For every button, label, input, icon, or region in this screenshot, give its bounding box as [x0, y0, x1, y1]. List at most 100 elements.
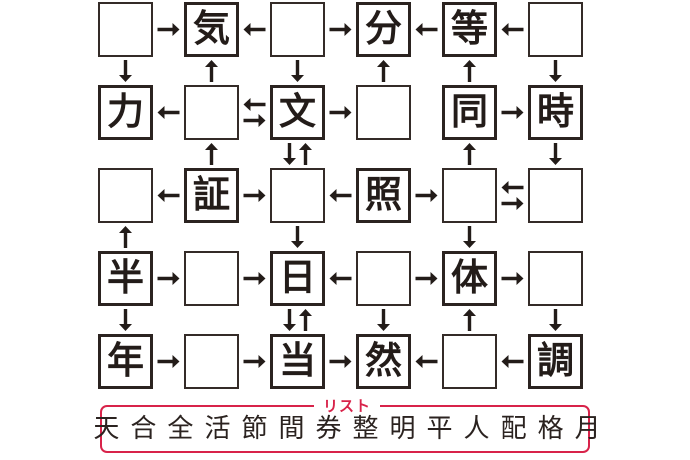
- arrow-down: [356, 306, 411, 334]
- answer-list-box: リスト 天合全活節間券整明平人配格月: [93, 398, 601, 453]
- grid-cell-kanji: 気: [193, 7, 230, 50]
- arrow-left: [325, 168, 356, 223]
- list-character[interactable]: 整: [352, 414, 379, 444]
- arrow-down: [528, 140, 583, 168]
- arrow-left: [411, 2, 442, 57]
- list-character[interactable]: 全: [167, 414, 194, 444]
- arrow-left: [239, 2, 270, 57]
- grid-cell-empty[interactable]: [442, 168, 497, 223]
- list-character[interactable]: 天: [93, 414, 120, 444]
- arrow-bidirectional-horizontal: [497, 168, 528, 223]
- grid-cell-empty[interactable]: [528, 168, 583, 223]
- list-character[interactable]: 月: [574, 414, 601, 444]
- arrow-down: [528, 306, 583, 334]
- list-character[interactable]: 明: [389, 414, 416, 444]
- grid-cell-empty[interactable]: [184, 251, 239, 306]
- arrow-left: [411, 334, 442, 389]
- arrow-left: [153, 85, 184, 140]
- grid-cell-filled: 証: [184, 168, 239, 223]
- grid-cell-kanji: 文: [279, 90, 316, 133]
- arrow-right: [325, 334, 356, 389]
- grid-cell-kanji: 同: [451, 90, 488, 133]
- arrow-up: [442, 57, 497, 85]
- arrow-down: [270, 223, 325, 251]
- grid-cell-kanji: 然: [365, 339, 402, 382]
- list-character[interactable]: 合: [130, 414, 157, 444]
- arrow-right: [153, 334, 184, 389]
- arrow-up: [442, 306, 497, 334]
- grid-cell-filled: 気: [184, 2, 239, 57]
- arrow-down: [528, 57, 583, 85]
- grid-cell-empty[interactable]: [356, 85, 411, 140]
- arrow-up: [98, 223, 153, 251]
- grid-cell-filled: 体: [442, 251, 497, 306]
- grid-cell-kanji: 日: [279, 256, 316, 299]
- grid-cell-empty[interactable]: [528, 2, 583, 57]
- grid-cell-filled: 力: [98, 85, 153, 140]
- grid-cell-kanji: 力: [107, 90, 144, 133]
- arrow-up: [184, 140, 239, 168]
- grid-cell-filled: 等: [442, 2, 497, 57]
- grid-cell-empty[interactable]: [270, 2, 325, 57]
- grid-cell-kanji: 時: [537, 90, 574, 133]
- arrow-down: [442, 223, 497, 251]
- grid-cell-filled: 文: [270, 85, 325, 140]
- arrow-right: [239, 251, 270, 306]
- grid-cell-kanji: 分: [365, 7, 402, 50]
- grid-cell-filled: 然: [356, 334, 411, 389]
- grid-cell-empty[interactable]: [98, 168, 153, 223]
- grid-cell-kanji: 体: [451, 256, 488, 299]
- arrow-left: [497, 334, 528, 389]
- arrow-down: [98, 57, 153, 85]
- grid-cell-empty[interactable]: [98, 2, 153, 57]
- arrow-right: [153, 2, 184, 57]
- arrow-down: [270, 57, 325, 85]
- arrow-left: [153, 168, 184, 223]
- grid-cell-empty[interactable]: [442, 334, 497, 389]
- arrow-up: [356, 57, 411, 85]
- grid-cell-empty[interactable]: [184, 85, 239, 140]
- grid-cell-kanji: 半: [107, 256, 144, 299]
- arrow-right: [411, 251, 442, 306]
- grid-cell-kanji: 調: [537, 339, 574, 382]
- arrow-left: [325, 251, 356, 306]
- arrow-bidirectional-vertical: [270, 140, 325, 168]
- list-character[interactable]: 間: [278, 414, 305, 444]
- grid-cell-empty[interactable]: [356, 251, 411, 306]
- grid-cell-kanji: 当: [279, 339, 316, 382]
- grid-cell-kanji: 年: [107, 339, 144, 382]
- arrow-right: [497, 251, 528, 306]
- arrow-left: [497, 2, 528, 57]
- grid-cell-kanji: 照: [365, 173, 402, 216]
- list-character[interactable]: 活: [204, 414, 231, 444]
- list-character[interactable]: 人: [463, 414, 490, 444]
- grid-cell-filled: 日: [270, 251, 325, 306]
- grid-cell-filled: 調: [528, 334, 583, 389]
- grid-cell-filled: 同: [442, 85, 497, 140]
- arrow-up: [442, 140, 497, 168]
- arrow-bidirectional-horizontal: [239, 85, 270, 140]
- list-character[interactable]: 平: [426, 414, 453, 444]
- grid-cell-filled: 分: [356, 2, 411, 57]
- grid-cell-filled: 年: [98, 334, 153, 389]
- list-character[interactable]: 格: [537, 414, 564, 444]
- grid-cell-filled: 時: [528, 85, 583, 140]
- grid-cell-filled: 照: [356, 168, 411, 223]
- arrow-up: [184, 57, 239, 85]
- arrow-right: [153, 251, 184, 306]
- arrow-bidirectional-vertical: [270, 306, 325, 334]
- arrow-down: [98, 306, 153, 334]
- grid-cell-empty[interactable]: [528, 251, 583, 306]
- grid-cell-empty[interactable]: [270, 168, 325, 223]
- arrow-right: [497, 85, 528, 140]
- list-character[interactable]: 券: [315, 414, 342, 444]
- grid-cell-empty[interactable]: [184, 334, 239, 389]
- grid-cell-filled: 半: [98, 251, 153, 306]
- arrow-right: [239, 168, 270, 223]
- grid-cell-kanji: 証: [193, 173, 230, 216]
- arrow-right: [325, 85, 356, 140]
- list-character[interactable]: 節: [241, 414, 268, 444]
- list-characters: 天合全活節間券整明平人配格月: [93, 407, 600, 451]
- list-character[interactable]: 配: [500, 414, 527, 444]
